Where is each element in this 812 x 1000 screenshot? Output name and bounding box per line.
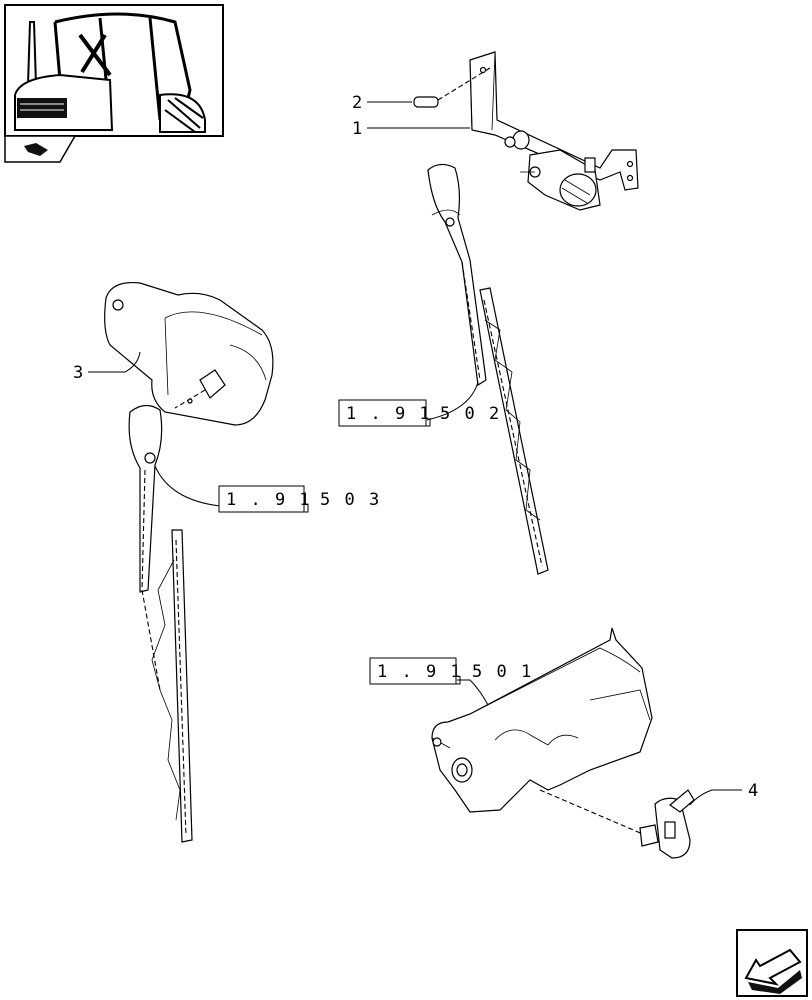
next-page-arrow-icon[interactable] bbox=[736, 929, 808, 997]
wiper-blade-left bbox=[151, 529, 193, 843]
reference-tail-text: 5 0 3 bbox=[320, 490, 381, 510]
wiper-motor bbox=[504, 136, 601, 211]
wiper-arm-left bbox=[128, 404, 163, 691]
callout-2: 2 bbox=[352, 93, 362, 113]
book-icon[interactable] bbox=[4, 135, 77, 163]
tractor-cab-thumbnail-icon[interactable] bbox=[4, 4, 224, 137]
reference-box-text: 1 . 9 1 bbox=[377, 662, 463, 682]
reference-tail-text: 5 0 1 bbox=[472, 662, 533, 682]
reference-1-91-5-01[interactable]: 1 . 9 1 5 0 1 bbox=[369, 657, 533, 685]
callout-leaders bbox=[88, 101, 742, 806]
wiper-motor-bracket bbox=[469, 51, 639, 191]
reference-box-text: 1 . 9 1 bbox=[226, 490, 312, 510]
callout-3: 3 bbox=[73, 363, 83, 383]
reference-1-91-5-02[interactable]: 1 . 9 1 5 0 2 bbox=[338, 399, 501, 427]
callout-1: 1 bbox=[352, 119, 362, 139]
callout-4: 4 bbox=[748, 781, 758, 801]
reference-1-91-5-03[interactable]: 1 . 9 1 5 0 3 bbox=[218, 485, 381, 513]
reference-tail-text: 5 0 2 bbox=[440, 404, 501, 424]
reference-box-text: 1 . 9 1 bbox=[346, 404, 432, 424]
motor-cover-part-3 bbox=[104, 281, 274, 426]
washer-housing bbox=[431, 627, 653, 836]
washer-nozzle-part-4 bbox=[639, 789, 695, 859]
wiper-arm-right bbox=[427, 163, 487, 387]
wiper-blade-right bbox=[479, 287, 549, 575]
pin-part-2 bbox=[413, 67, 491, 108]
